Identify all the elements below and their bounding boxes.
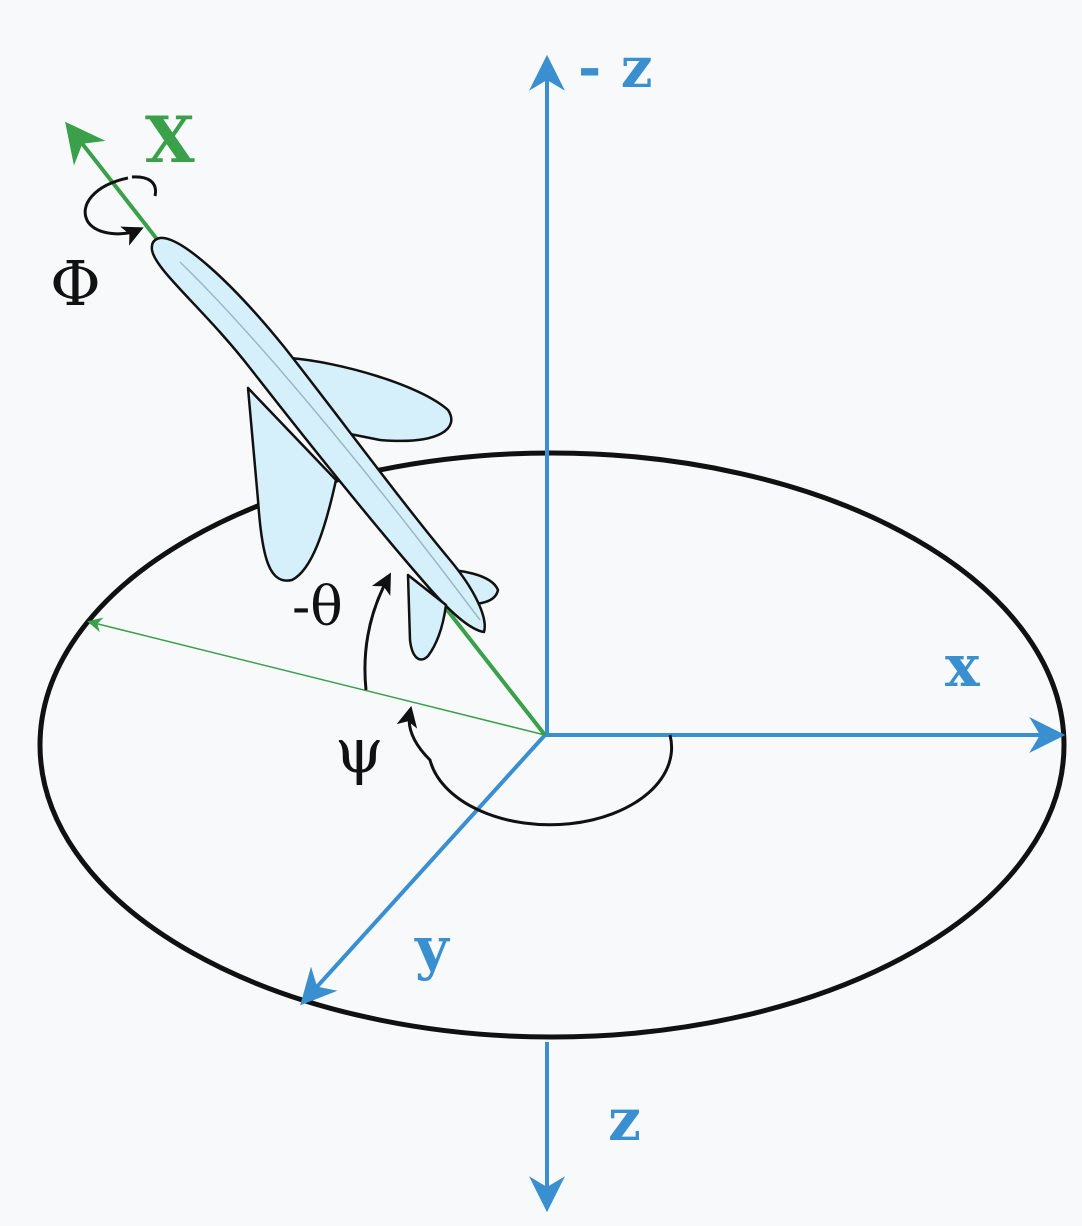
y-axis xyxy=(300,733,547,1006)
roll-arc-top xyxy=(131,175,158,197)
aircraft-near-wing xyxy=(246,386,338,582)
heading-projection-line xyxy=(87,617,546,736)
label-roll-phi: Φ xyxy=(50,247,101,320)
label-x: x xyxy=(945,632,980,700)
aircraft-near-tail xyxy=(406,573,448,661)
label-y: y xyxy=(414,914,451,982)
aircraft-fuselage xyxy=(150,236,486,634)
aircraft-fuselage-highlight xyxy=(179,261,481,621)
label-pitch-theta: -θ xyxy=(292,575,343,638)
horizontal-plane-ellipse xyxy=(37,450,1067,1040)
roll-arc xyxy=(83,176,144,246)
label-yaw-psi: ψ xyxy=(335,714,384,787)
label-body-x: X xyxy=(145,103,195,178)
aircraft-far-wing xyxy=(288,356,453,443)
yaw-arc xyxy=(396,705,674,827)
pitch-arc xyxy=(363,572,391,691)
label-neg-z: - z xyxy=(578,35,653,101)
label-z: z xyxy=(608,1086,641,1154)
aircraft xyxy=(150,236,500,661)
